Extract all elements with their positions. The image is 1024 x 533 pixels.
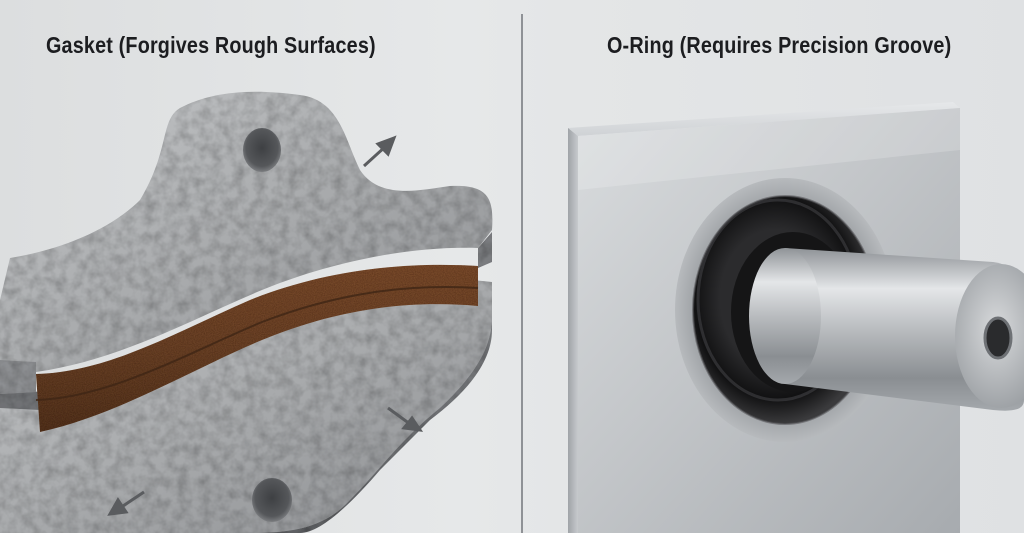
upper-flange bbox=[0, 91, 493, 393]
shaft-bore bbox=[985, 318, 1011, 358]
bolt-hole-top bbox=[243, 128, 281, 172]
arrow-icon bbox=[387, 406, 424, 432]
block-left-side bbox=[568, 128, 578, 533]
arrow-icon bbox=[362, 135, 397, 168]
oring-illustration bbox=[568, 102, 1024, 533]
block-top-edge bbox=[568, 102, 960, 136]
arrow-icon bbox=[107, 490, 145, 516]
gasket-panel: Gasket (Forgives Rough Surfaces) bbox=[0, 32, 493, 533]
bolt-hole-bottom bbox=[252, 478, 292, 522]
oring-title: O-Ring (Requires Precision Groove) bbox=[607, 32, 952, 58]
gasket-flange-illustration bbox=[0, 91, 493, 533]
gasket bbox=[36, 264, 478, 432]
oring-panel: O-Ring (Requires Precision Groove) bbox=[523, 0, 1024, 533]
lower-flange-face bbox=[0, 279, 492, 533]
gasket-title: Gasket (Forgives Rough Surfaces) bbox=[46, 32, 376, 58]
panel-divider bbox=[521, 14, 523, 533]
